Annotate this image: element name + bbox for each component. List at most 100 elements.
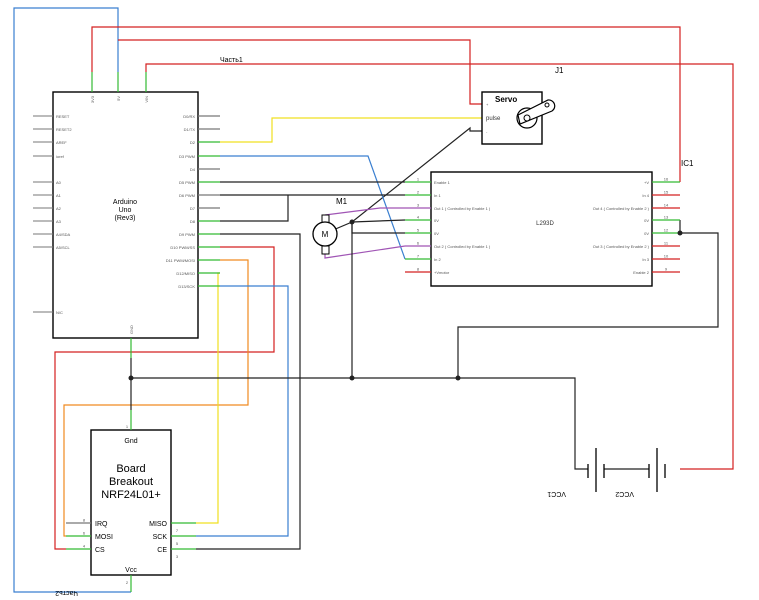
arduino-pin-gnd: GND (129, 325, 134, 334)
arduino-pin-d4: D4 (190, 167, 196, 172)
junction-dot (128, 375, 134, 381)
radio-pin-num: 7 (176, 528, 179, 533)
arduino-pin-d13-sck: D13/SCK (178, 284, 195, 289)
driver-pin-left-3: Out 1 ( Controlled by Enable 1 ) (434, 206, 491, 211)
arduino-pin-a5-scl: A5/SCL (56, 245, 71, 250)
arduino-pin-d9-pwm: D9 PWM (179, 232, 195, 237)
radio-name-1: Board (116, 463, 145, 475)
net-label-part2: Часть2 (55, 589, 78, 596)
arduino-pin-a0: A0 (56, 180, 62, 185)
driver-pin-right-9: Enable 2 (633, 270, 650, 275)
driver-pin-left-6: Out 2 ( Controlled by Enable 1 ) (434, 244, 491, 249)
wire-out1-to-motor (324, 207, 405, 216)
driver-pin-left-8: +Vmotor (434, 270, 450, 275)
servo-title: Servo (495, 95, 517, 104)
arduino-pin-d7: D7 (190, 206, 196, 211)
battery-vcc1[interactable]: VCC1 (547, 448, 605, 497)
arduino-pin-a4-sda: A4/SDA (56, 232, 71, 237)
wire-d2-to-servo-pulse (220, 117, 482, 143)
driver-part: L293D (536, 221, 554, 227)
arduino-pin-3v3: 3V3 (90, 95, 95, 103)
arduino-name-1: Arduino (113, 199, 137, 206)
radio-gnd: Gnd (124, 438, 137, 445)
driver-pin-left-1: Enable 1 (434, 180, 451, 185)
junction-dot (455, 375, 461, 381)
driver-pin-num: 15 (664, 190, 669, 195)
wire-out2-to-motor (324, 245, 406, 259)
arduino-pin-d0-rx: D0/RX (183, 114, 195, 119)
motor-symbol: M (322, 230, 329, 239)
radio-vcc: Vcc (125, 567, 137, 574)
driver-pin-num: 7 (417, 254, 420, 259)
arduino-pin-ioref: ioref (56, 154, 65, 159)
servo-horn-icon (516, 99, 556, 129)
arduino-pin-reset2: RESET2 (56, 127, 72, 132)
motor-m1[interactable]: M1 M (312, 197, 348, 255)
driver-pin-right-10: In 3 (642, 257, 649, 262)
wire-red-vin-to-ic-plusv (91, 26, 681, 182)
radio-name-3: NRF24L01+ (101, 489, 161, 501)
driver-pin-num: 2 (417, 190, 420, 195)
net-label-part1: Часть1 (220, 57, 243, 64)
arduino-pin-aref: AREF (56, 140, 67, 145)
arduino-pin-reset: RESET (56, 114, 70, 119)
driver-pin-num: 11 (664, 241, 669, 246)
radio-pin-num: 6 (83, 531, 86, 536)
driver-pin-left-4: 0V (434, 218, 439, 223)
driver-pin-num: 3 (417, 203, 420, 208)
wire-0v-left2 (351, 222, 405, 234)
arduino-pin-vin: VIN (144, 96, 149, 103)
driver-pin-right-13: 0V (644, 218, 649, 223)
radio-pin-num: 5 (176, 541, 179, 546)
wire-d3-to-in2 (220, 155, 406, 260)
arduino-name-3: (Rev3) (114, 215, 135, 222)
wire-d13-to-radio-sck (196, 285, 289, 537)
radio-pin-num: 1 (126, 424, 129, 429)
junction-dot (677, 230, 683, 236)
arduino-pin-d8: D8 (190, 219, 196, 224)
motor-ref: M1 (336, 197, 348, 206)
arduino-pin-d10-pwm-ss: D10 PWM/SS (170, 245, 195, 250)
wire-d9-to-radio-ce (196, 233, 301, 550)
driver-pin-right-11: Out 3 ( Controlled by Enable 2 ) (593, 244, 650, 249)
driver-pin-right-16: +V (644, 180, 649, 185)
junction-dot (349, 219, 355, 225)
servo-pin-plus: + (486, 102, 489, 107)
driver-pin-right-14: Out 4 ( Controlled by Enable 2 ) (593, 206, 650, 211)
arduino-name-2: Uno (119, 207, 132, 214)
arduino-pin-d11-pwm-mosi: D11 PWM/MOSI (166, 258, 195, 263)
driver-pin-num: 13 (664, 215, 669, 220)
arduino-pin-5v: 5V (116, 96, 121, 101)
radio-pin-irq: IRQ (95, 521, 108, 528)
wire-0v-left (351, 219, 406, 223)
driver-pin-left-7: In 2 (434, 257, 441, 262)
radio-pin-mosi: MOSI (95, 534, 113, 541)
wire-5v-to-radio-vcc (13, 7, 131, 593)
arduino-pin-n-c: N/C (56, 310, 63, 315)
servo-j1[interactable]: Servo + pulse - J1 (481, 66, 564, 145)
wires (13, 7, 734, 593)
wire-ground-to-ic-0v (457, 232, 719, 378)
battery-vcc2[interactable]: VCC2 (615, 448, 666, 497)
arduino-pin-d6-pwm: D6 PWM (179, 193, 195, 198)
radio-pin-cs: CS (95, 547, 105, 554)
driver-pin-left-2: In 1 (434, 193, 441, 198)
arduino-pin-a1: A1 (56, 193, 62, 198)
radio-name-2: Breakout (109, 476, 153, 488)
driver-pin-right-12: 0V (644, 231, 649, 236)
servo-ref: J1 (555, 66, 564, 75)
arduino-pin-d1-tx: D1/TX (184, 127, 196, 132)
nrf24l01-breakout[interactable]: Gnd Board Breakout NRF24L01+ Vcc IRQ8MOS… (66, 410, 196, 592)
radio-pin-ce: CE (157, 547, 167, 554)
driver-pin-num: 5 (417, 228, 420, 233)
driver-pin-num: 4 (417, 215, 420, 220)
radio-pin-num: 2 (126, 580, 129, 585)
wire-d8 (220, 195, 289, 222)
radio-pin-sck: SCK (153, 534, 168, 541)
driver-pin-num: 16 (664, 177, 669, 182)
